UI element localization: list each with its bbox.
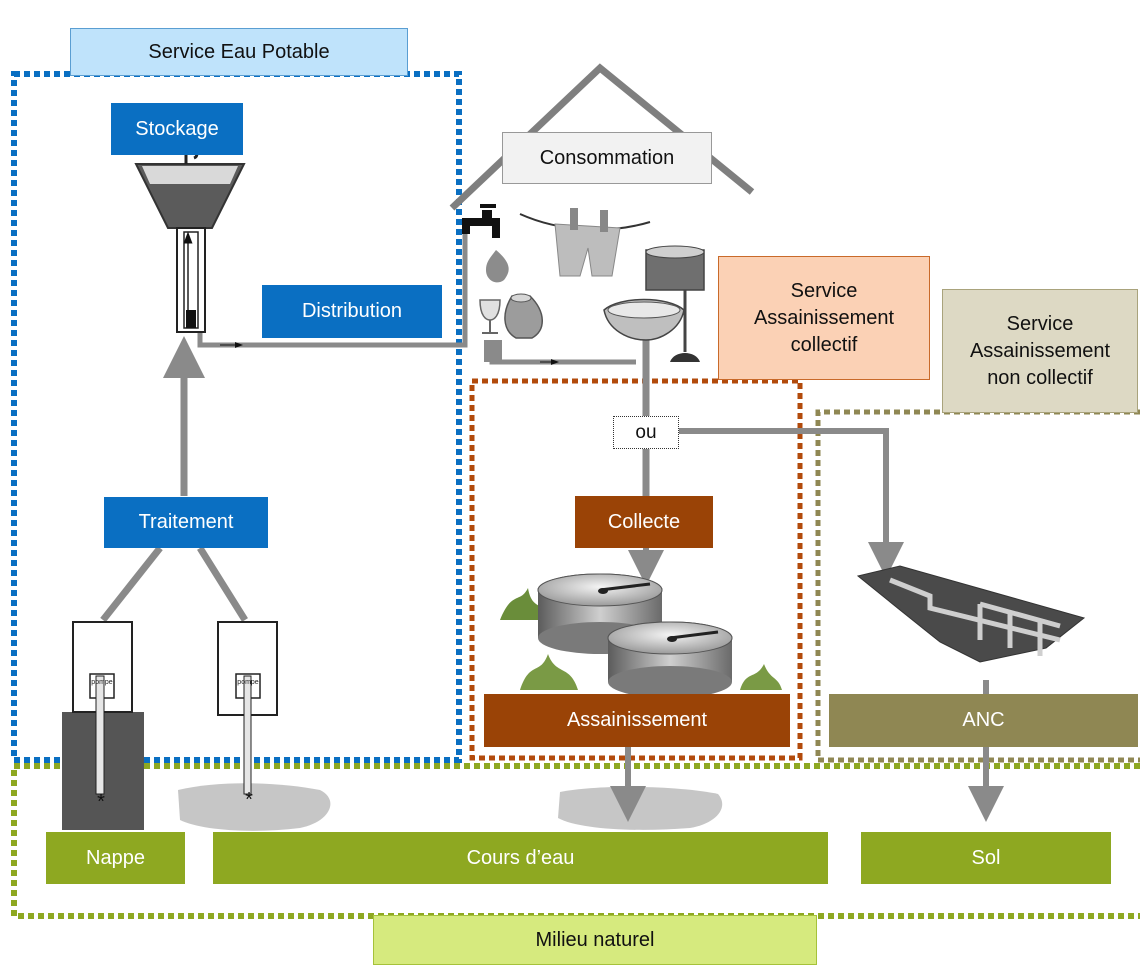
pipe-branch-anc xyxy=(646,428,904,578)
label-sac-line-3: collectif xyxy=(790,333,858,356)
pompe-label-2: pompe xyxy=(237,679,259,686)
label-ou: ou xyxy=(613,416,679,449)
label-sac-line-1: Service xyxy=(790,279,858,302)
boundary-milieu-naturel xyxy=(11,763,1140,919)
svg-text:*: * xyxy=(245,789,253,811)
boundary-assainissement-collectif xyxy=(469,378,803,761)
pipe-well2-traitement xyxy=(197,546,248,622)
river-shape-left xyxy=(178,783,331,831)
septic-drain-field-icon xyxy=(856,565,1086,663)
label-milieu-naturel: Milieu naturel xyxy=(373,915,817,965)
label-sol: Sol xyxy=(861,832,1111,884)
svg-text:*: * xyxy=(97,791,105,813)
laundry-icon xyxy=(519,208,651,277)
label-anc: ANC xyxy=(829,694,1138,747)
label-stockage: Stockage xyxy=(111,103,243,155)
label-assainissement: Assainissement xyxy=(484,694,790,747)
river-shape-center xyxy=(558,786,723,830)
pipe-well1-traitement xyxy=(100,545,163,623)
label-nappe: Nappe xyxy=(46,832,185,884)
toilet-icon xyxy=(603,245,705,362)
water-tower-icon xyxy=(134,148,246,333)
treatment-tanks-icon xyxy=(500,573,782,698)
faucet-icon xyxy=(462,204,500,238)
water-drop-icon xyxy=(486,250,509,283)
label-service-eau-potable: Service Eau Potable xyxy=(70,28,408,76)
jug-icon xyxy=(504,293,543,339)
well-cours-deau-icon: pompe * xyxy=(217,621,278,811)
label-consommation: Consommation xyxy=(502,132,712,184)
glass-icon xyxy=(479,299,501,334)
label-sanc-line-3: non collectif xyxy=(987,366,1093,389)
well-nappe-icon: pompe * xyxy=(62,621,144,830)
label-traitement: Traitement xyxy=(104,497,268,548)
pipe-eaux-usees xyxy=(489,345,636,365)
label-sanc-line-2: Assainissement xyxy=(969,339,1111,362)
label-distribution: Distribution xyxy=(262,285,442,338)
label-service-assainissement-non-collectif: Service Assainissement non collectif xyxy=(942,289,1138,413)
pipe-outlet xyxy=(484,340,502,362)
label-cours-deau: Cours d’eau xyxy=(213,832,828,884)
label-service-assainissement-collectif: Service Assainissement collectif xyxy=(718,256,930,380)
pompe-label-1: pompe xyxy=(91,679,113,686)
pipe-distribution xyxy=(197,233,468,348)
label-sac-line-2: Assainissement xyxy=(753,306,895,329)
label-sanc-line-1: Service xyxy=(1006,312,1074,335)
label-collecte: Collecte xyxy=(575,496,713,548)
